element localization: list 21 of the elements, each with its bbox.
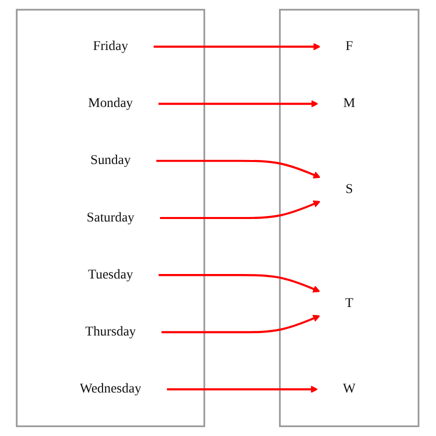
node-text: Thursday xyxy=(85,324,136,339)
arrow xyxy=(161,314,321,334)
arrow xyxy=(158,100,319,108)
arrow xyxy=(156,160,321,178)
node-text: Monday xyxy=(88,96,134,110)
node-text: M xyxy=(344,96,356,110)
arrow xyxy=(160,200,321,220)
node-text: S xyxy=(346,182,354,196)
arrow xyxy=(166,386,318,393)
node-text: W xyxy=(343,382,356,396)
node-text: Friday xyxy=(93,39,128,54)
node-text: T xyxy=(345,296,354,310)
node-text: F xyxy=(346,39,354,54)
node-text: Wednesday xyxy=(80,382,142,396)
cluster xyxy=(279,8,420,428)
arrow xyxy=(154,42,321,50)
node-text: Saturday xyxy=(86,210,135,225)
cluster xyxy=(16,8,206,428)
node-text: Tuesday xyxy=(88,268,134,282)
node-text: Sunday xyxy=(90,153,132,168)
arrow xyxy=(158,274,321,292)
